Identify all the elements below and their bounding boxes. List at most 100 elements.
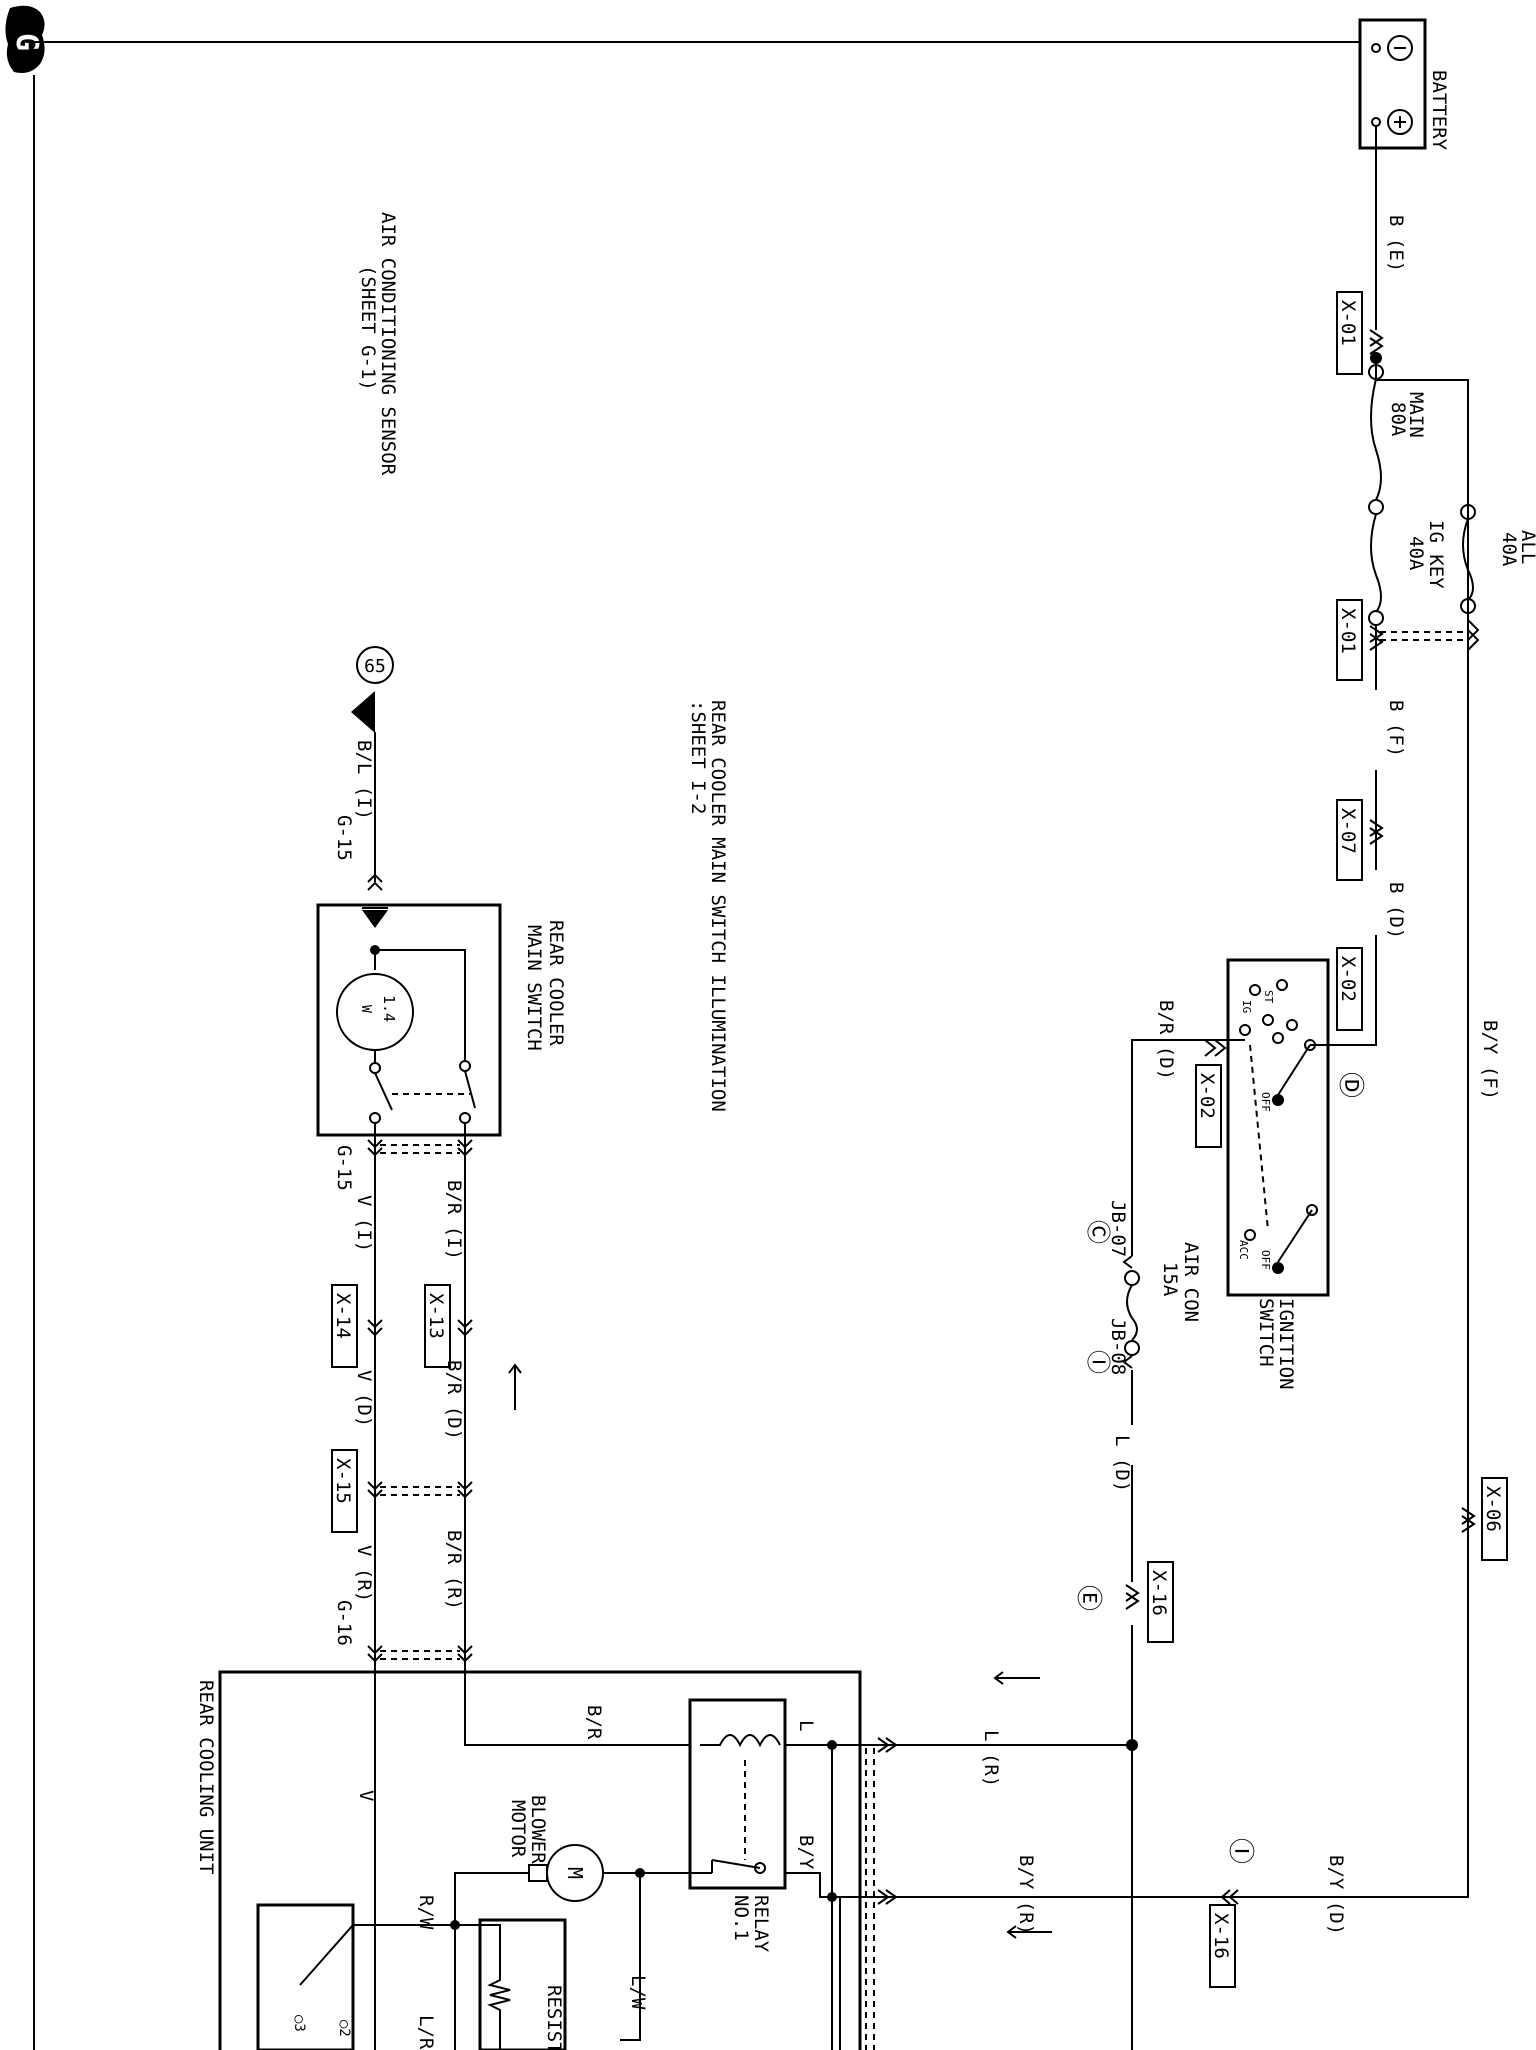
wire-label-vi: V (I) [353, 1195, 375, 1252]
connector-chevron [1369, 329, 1384, 355]
svg-text:X-01: X-01 [1337, 608, 1359, 654]
junction-dot [1370, 352, 1382, 364]
marker-d: Ⓓ [1335, 1072, 1365, 1098]
svg-text:X-02: X-02 [1196, 1073, 1218, 1119]
svg-text:AIR CONDITIONING SENSOR: AIR CONDITIONING SENSOR [377, 212, 399, 476]
connector-dash [380, 1144, 460, 1154]
svg-text:REAR COOLER: REAR COOLER [545, 920, 567, 1046]
marker-e: Ⓔ [1073, 1585, 1103, 1611]
connector-dash [1380, 631, 1466, 641]
connector-dash [380, 1650, 460, 1660]
connector-chevron [367, 1319, 473, 1337]
wire-label-lr2: L/R [415, 2015, 437, 2050]
air-con-fuse: AIR CON 15A JB-07 Ⓒ JB-08 Ⓘ [1084, 1200, 1202, 1375]
wire-label-rw: R/W [415, 1895, 437, 1930]
relay-label: RELAY [750, 1895, 772, 1953]
wire-label-byr: B/Y (R) [1015, 1855, 1037, 1935]
connector-chevron [1204, 1039, 1227, 1057]
ac-sensor-ref: 65 [351, 646, 394, 733]
main-fuse: MAIN 80A [1368, 364, 1427, 515]
svg-text:ACC: ACC [1237, 1240, 1250, 1260]
svg-text:ALL: ALL [1517, 530, 1536, 564]
svg-text:(SHEET G-1): (SHEET G-1) [357, 265, 379, 391]
connector-g-label: G [9, 33, 44, 51]
ac-sensor-label: AIR CONDITIONING SENSOR (SHEET G-1) [357, 212, 399, 476]
svg-text:○2: ○2 [336, 2020, 352, 2037]
svg-text:W: W [358, 1005, 373, 1013]
connector-x14: X-14 [331, 1284, 358, 1368]
svg-text:X-15: X-15 [332, 1458, 354, 1504]
connector-dash [865, 1748, 875, 2050]
blower-motor-label: BLOWER [527, 1795, 549, 1864]
connector-x01-mid: X-01 [1336, 599, 1363, 681]
wire-switch-outputs [374, 1123, 700, 1746]
svg-text:ST: ST [1262, 990, 1275, 1004]
connector-x06: X-06 [1481, 1477, 1508, 1561]
rear-cooler-main-switch: 1.4 W REAR COOLER MAIN SWITCH [316, 903, 567, 1137]
wire-label-brd-top: B/R (D) [1155, 1000, 1177, 1080]
svg-text:NO.1: NO.1 [730, 1895, 752, 1941]
ign-st-wire [1310, 980, 1377, 1046]
svg-text:65: 65 [364, 656, 386, 677]
wire-brd-top [1131, 1039, 1245, 1256]
svg-text:X-16: X-16 [1210, 1913, 1232, 1959]
ignition-switch-label: IGNITION [1275, 1298, 1297, 1390]
connector-x16-bottom: X-16 [1209, 1904, 1236, 1988]
arrow-up [508, 1363, 522, 1410]
wire-label-l: L [795, 1720, 817, 1731]
svg-text:X-01: X-01 [1337, 300, 1359, 346]
connector-g16: G-16 [333, 1600, 355, 1646]
wire-label-brd: B/R (D) [443, 1360, 465, 1440]
wire-label-by: B/Y [795, 1835, 817, 1870]
svg-text:MOTOR: MOTOR [507, 1800, 529, 1858]
svg-text:SWITCH: SWITCH [1255, 1298, 1277, 1367]
svg-text:1.4: 1.4 [380, 995, 398, 1022]
svg-text:AIR CON: AIR CON [1180, 1242, 1202, 1322]
wire-label-bd: B (D) [1385, 882, 1407, 939]
connector-chevron [1369, 625, 1384, 651]
wire-label-byd: B/Y (D) [1325, 1855, 1347, 1935]
svg-text::SHEET I-2: :SHEET I-2 [687, 700, 709, 814]
svg-text:15A: 15A [1159, 1262, 1181, 1297]
wire-label-brr: B/R (R) [443, 1530, 465, 1610]
connector-g15-top: G-15 [333, 815, 355, 861]
marker-i: Ⓘ [1084, 1350, 1112, 1374]
svg-text:X-07: X-07 [1337, 808, 1359, 854]
svg-text:OFF: OFF [1259, 1092, 1272, 1112]
wire-label-lw: L/W [627, 1975, 649, 2010]
connector-chevron [1125, 1584, 1140, 1610]
ig-key-fuse: IG KEY 40A [1368, 513, 1447, 626]
connector-g-symbol: G [5, 5, 45, 73]
connector-chevron [367, 1645, 473, 1663]
svg-text:○3: ○3 [291, 2015, 307, 2032]
battery-label: BATTERY [1428, 70, 1450, 151]
arrow-left [993, 1671, 1040, 1685]
svg-text:X-16: X-16 [1148, 1570, 1170, 1616]
svg-text:80A: 80A [1387, 402, 1409, 437]
svg-text:IG KEY: IG KEY [1425, 520, 1447, 589]
svg-text:40A: 40A [1498, 532, 1520, 567]
jb07-label: JB-07 [1107, 1200, 1129, 1257]
wire-label-bf: B (F) [1385, 700, 1407, 757]
connector-chevron [1467, 619, 1480, 651]
marker-i2: Ⓘ [1225, 1838, 1255, 1864]
connector-x15: X-15 [331, 1449, 358, 1533]
wire-label-v: V [355, 1790, 377, 1801]
svg-text:M: M [563, 1867, 587, 1879]
resistor-label: RESIST [543, 1985, 565, 2050]
svg-text:IG: IG [1240, 1000, 1253, 1013]
connector-x02: X-02 [1195, 1064, 1222, 1148]
connector-x07: X-07 [1336, 799, 1363, 881]
wire-label-br: B/R [583, 1705, 605, 1740]
marker-c: Ⓒ [1084, 1220, 1112, 1244]
connector-chevron [367, 1139, 473, 1157]
connector-chevron [1461, 1507, 1476, 1533]
svg-text:X-06: X-06 [1482, 1486, 1504, 1532]
svg-text:X-13: X-13 [425, 1293, 447, 1339]
jb08-label: JB-08 [1107, 1318, 1129, 1375]
svg-text:40A: 40A [1405, 536, 1427, 571]
svg-text:REAR COOLER MAIN SWITCH ILLUMI: REAR COOLER MAIN SWITCH ILLUMINATION [707, 700, 729, 1112]
svg-text:MAIN: MAIN [1405, 392, 1427, 438]
connector-chevron [1220, 1889, 1239, 1905]
